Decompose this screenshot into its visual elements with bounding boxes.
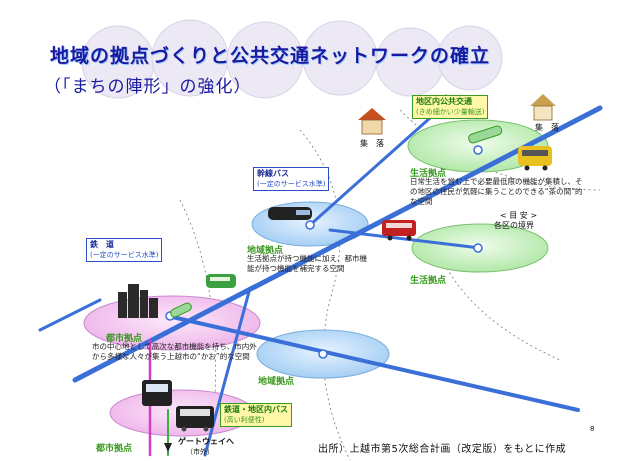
line-west-stub — [38, 298, 102, 332]
guide-label: < 目 安 > — [500, 211, 538, 220]
rail-local-bus-box: 鉄道・地区内バス (高い利便性) — [220, 403, 292, 427]
bus-wheel — [387, 235, 393, 241]
bus-icon-lower — [176, 406, 214, 432]
transit-connector — [170, 302, 192, 318]
house-roof — [358, 108, 386, 120]
life-hub-node — [473, 145, 483, 155]
train-window — [146, 384, 168, 392]
bus-wheel — [181, 426, 187, 432]
trunk-bus-subheading: (一定のサービス水準) — [257, 180, 326, 188]
train-icon-upper — [268, 207, 312, 220]
bus-window — [386, 223, 412, 228]
life-hub-label-lower: 生活拠点 — [410, 276, 447, 286]
life-hub-label-upper: 生活拠点 — [410, 169, 447, 179]
guide-label-line2: 各区の境界 — [494, 221, 534, 230]
gateway-label: ゲートウェイへ — [178, 437, 234, 446]
building — [118, 292, 127, 318]
bus-window — [522, 150, 548, 156]
settlement-label-right: 集 落 — [535, 123, 559, 132]
slide-title: 地域の拠点づくりと公共交通ネットワークの確立 — [50, 45, 491, 67]
boundary-line — [299, 129, 351, 461]
house-icon-right — [530, 94, 556, 121]
house-wall — [533, 105, 553, 121]
regional-hub-description: 生活拠点が持つ機能に加え、都市機能が持つ機能を補完する空間 — [247, 254, 367, 273]
urban-hub-label-lower: 都市拠点 — [96, 444, 133, 454]
bg-circle — [437, 25, 503, 91]
train-window — [296, 210, 310, 215]
gateway-arrow-icon — [164, 443, 172, 452]
urban-hub-description: 市の中心地として高次な都市機能を持ち、市内外から多様な人々が集う上越市の“かお”… — [92, 342, 257, 361]
life-hub-node-lower — [473, 243, 483, 253]
house-roof — [530, 94, 556, 106]
regional-hub-label-lower: 地域拠点 — [258, 377, 295, 387]
train-icon-lower — [142, 380, 172, 406]
branch-line-north — [308, 116, 432, 227]
branch-line-east — [166, 314, 580, 412]
house-icon-left — [358, 108, 386, 135]
boundary-line — [399, 109, 601, 191]
bus-wheel — [524, 165, 530, 171]
bus-wheel — [203, 426, 209, 432]
hub-nodes — [165, 145, 483, 359]
railway-subheading: (一定のサービス水準) — [90, 251, 159, 259]
building — [140, 290, 148, 318]
local-transit-tube — [468, 125, 503, 144]
railway-box: 鉄 道 (一定のサービス水準) — [86, 238, 163, 262]
bus-line-east — [328, 228, 482, 250]
train-icon-green — [206, 274, 236, 288]
background-circles — [81, 19, 503, 99]
regional-hub-node-lower — [318, 349, 328, 359]
bus-wheel — [542, 165, 548, 171]
railway-heading: 鉄 道 — [90, 240, 114, 249]
bus-wheel — [406, 235, 412, 241]
main-line — [72, 105, 603, 383]
transit-lines — [38, 105, 603, 457]
page-number: 8 — [590, 425, 595, 433]
house-wall — [361, 119, 383, 135]
local-transit-box: 地区内公共交通 (きめ細かい少量輸送) — [412, 95, 489, 119]
regional-hub-label-upper: 地域拠点 — [247, 246, 284, 256]
bus-icon-yellow — [518, 146, 552, 171]
bus-icon-red — [382, 220, 416, 241]
settlement-label-left: 集 落 — [360, 139, 384, 148]
trunk-bus-box: 幹線バス (一定のサービス水準) — [253, 167, 330, 191]
rail-local-bus-subheading: (高い利便性) — [224, 416, 265, 424]
building — [128, 284, 139, 318]
bus-window — [180, 409, 210, 416]
city-buildings-icon — [118, 284, 158, 318]
rail-local-bus-heading: 鉄道・地区内バス — [224, 405, 288, 414]
life-hub-description: 日常生活を営む上で必要最低限の機能が集積し、その地区の住民が気軽に集うことのでき… — [410, 177, 583, 206]
local-transit-subheading: (きめ細かい少量輸送) — [416, 108, 485, 116]
building — [149, 298, 158, 318]
regional-hub-node — [305, 220, 315, 230]
slide-subtitle: （「まちの陣形」の強化） — [44, 77, 252, 97]
train-car — [142, 380, 172, 406]
train-window — [210, 277, 230, 281]
urban-hub-label-upper: 都市拠点 — [106, 334, 143, 344]
local-transit-heading: 地区内公共交通 — [416, 97, 472, 106]
trunk-bus-heading: 幹線バス — [257, 169, 289, 178]
source-credit: 出所）上越市第5次総合計画（改定版）をもとに作成 — [318, 444, 567, 455]
gateway-sublabel: （市外） — [186, 448, 214, 456]
